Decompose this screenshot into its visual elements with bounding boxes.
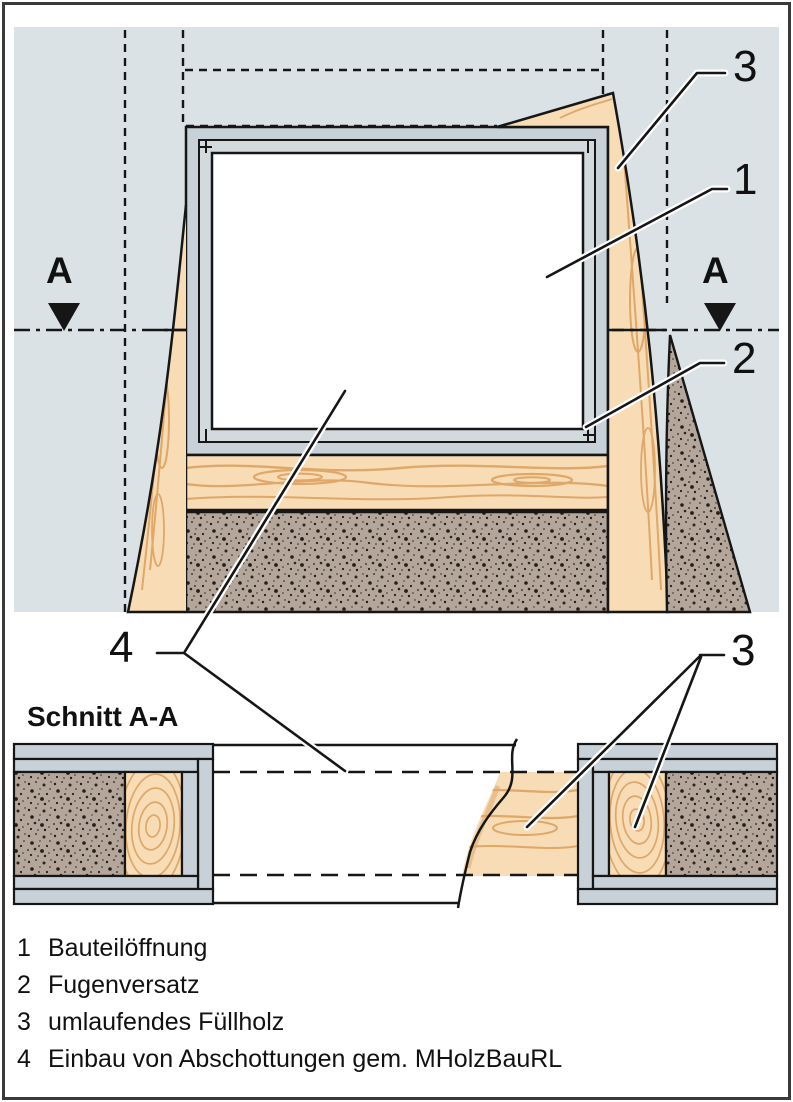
- section-title: Schnitt A-A: [27, 701, 179, 732]
- legend-num: 1: [17, 934, 31, 962]
- opening-white: [210, 151, 585, 431]
- callout-leaders: [153, 69, 731, 831]
- leader-fill-wood-section: [525, 653, 726, 829]
- section-middle: [213, 738, 578, 909]
- section-right-assembly: [576, 742, 779, 906]
- callout-3-plan: 3: [733, 42, 758, 91]
- leader-opening: [545, 187, 729, 279]
- section-marker-left: A: [46, 250, 73, 291]
- leader-firestop: [155, 389, 347, 773]
- board-joints: [199, 141, 596, 441]
- section-marker-right: A: [702, 250, 729, 291]
- callout-4-section: 4: [109, 623, 134, 672]
- legend-num: 3: [17, 1008, 31, 1036]
- legend-num: 2: [17, 971, 31, 999]
- legend-label: umlaufendes Füllholz: [48, 1008, 285, 1036]
- legend-label: Einbau von Abschottungen gem. MHolzBauRL: [48, 1045, 563, 1073]
- legend-label: Fugenversatz: [48, 971, 200, 999]
- legend-item-2: 2 Fugenversatz: [17, 967, 562, 1004]
- callout-2-plan: 2: [732, 334, 757, 383]
- callout-3-section: 3: [731, 626, 756, 675]
- legend-label: Bauteilöffnung: [48, 934, 208, 962]
- section-cut-line: [14, 303, 779, 332]
- leader-fill-wood-plan: [616, 71, 727, 170]
- section-arrow-left: [48, 303, 80, 331]
- opening-lining-frame: [184, 124, 610, 457]
- leader-joint-offset: [584, 361, 726, 429]
- section-arrow-right: [704, 303, 736, 331]
- break-line: [456, 738, 519, 909]
- fill-wood-beam: [462, 772, 578, 876]
- legend-item-4: 4 Einbau von Abschottungen gem. MHolzBau…: [17, 1041, 562, 1078]
- legend-num: 4: [17, 1045, 31, 1073]
- legend: 1 Bauteilöffnung 2 Fugenversatz 3 umlauf…: [17, 930, 562, 1078]
- legend-item-1: 1 Bauteilöffnung: [17, 930, 562, 967]
- legend-item-3: 3 umlaufendes Füllholz: [17, 1004, 562, 1041]
- section-left-assembly: [12, 742, 215, 906]
- sill-fill-wood: [184, 453, 610, 512]
- section-view: [12, 738, 779, 909]
- end-grain-wood-left: [123, 770, 184, 878]
- insulation-band: [184, 510, 610, 614]
- right-insulation-wedge: [664, 334, 752, 614]
- construction-dashed-lines: [123, 30, 669, 612]
- callout-1-plan: 1: [733, 155, 758, 204]
